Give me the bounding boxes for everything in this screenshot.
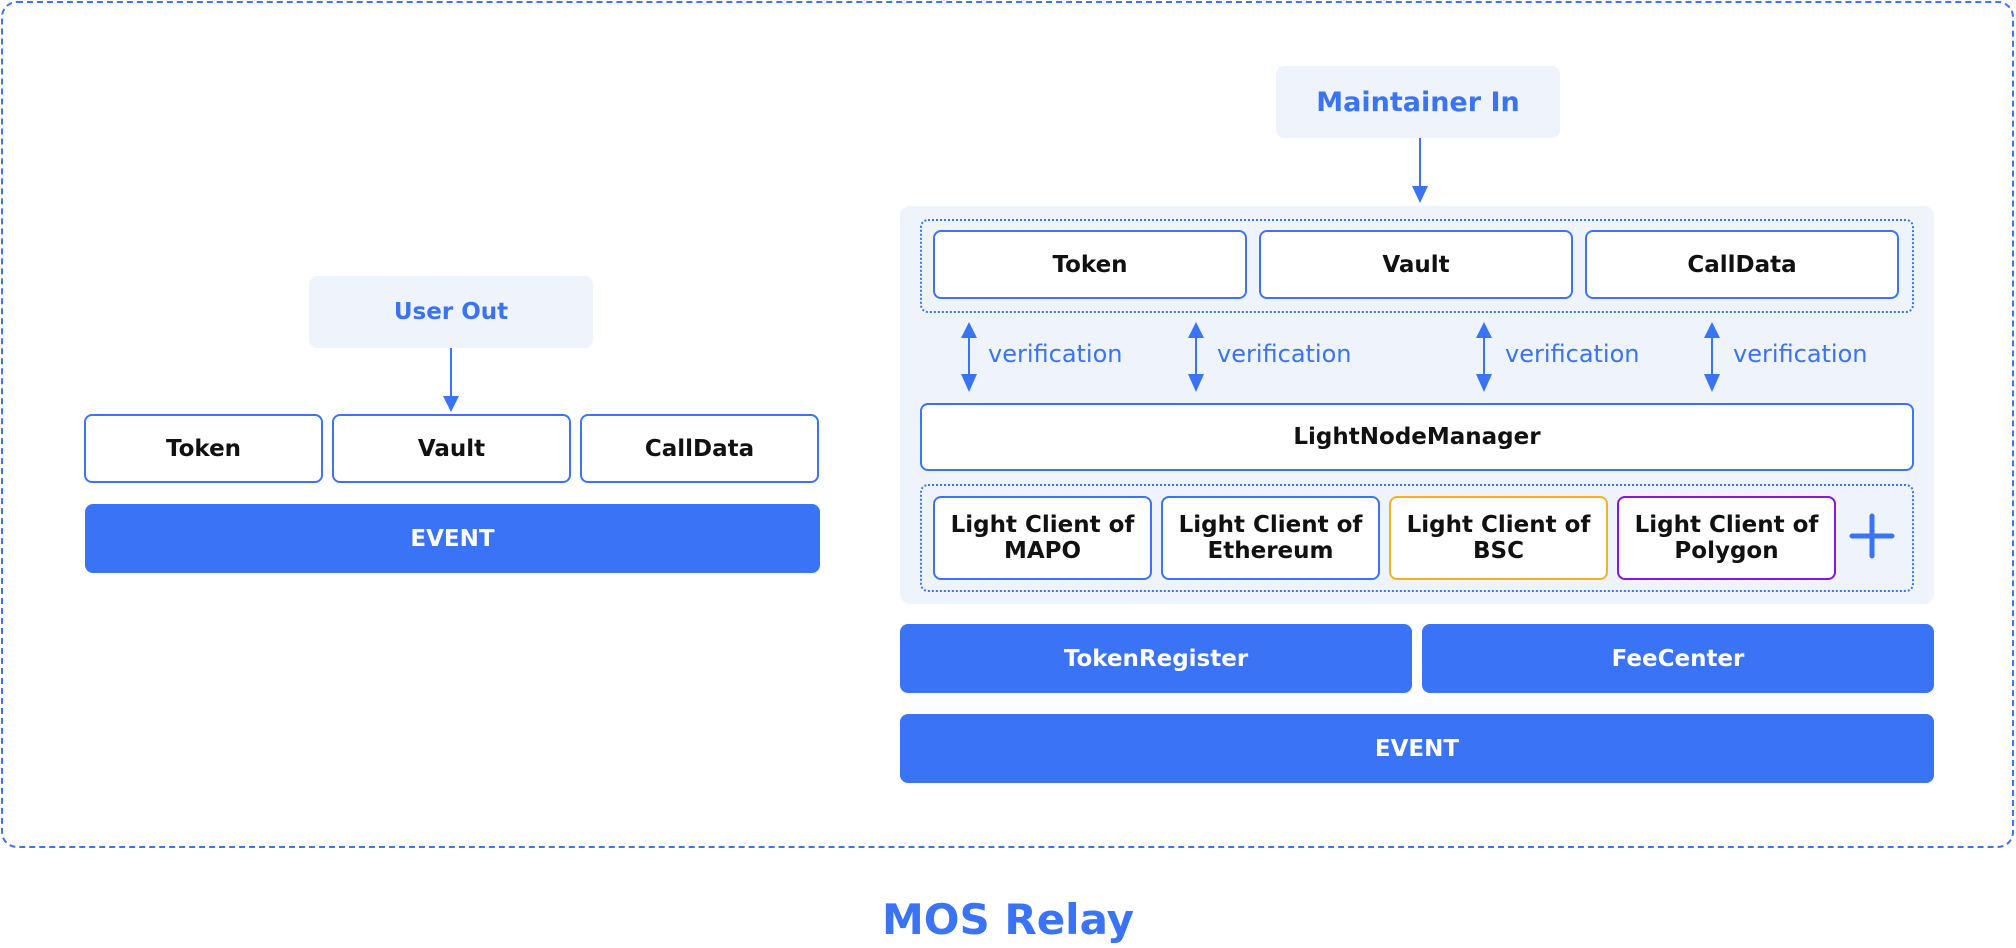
double-arrow-icon — [961, 322, 977, 392]
light-client-prefix: Light Client of — [1178, 512, 1363, 538]
light-client-chain: Ethereum — [1207, 538, 1334, 564]
left-calldata-box: CallData — [580, 414, 819, 483]
right-calldata-box: CallData — [1585, 230, 1899, 299]
double-arrow-icon — [1704, 322, 1720, 392]
verification-label: verification — [988, 340, 1123, 368]
double-arrow-icon — [1476, 322, 1492, 392]
verification-label: verification — [1733, 340, 1868, 368]
light-client-polygon: Light Client of Polygon — [1617, 496, 1836, 580]
right-vault-box: Vault — [1259, 230, 1573, 299]
token-register-bar: TokenRegister — [900, 624, 1412, 693]
arrow-down-icon — [443, 348, 459, 412]
right-event-bar: EVENT — [900, 714, 1934, 783]
left-token-box: Token — [84, 414, 323, 483]
maintainer-in-label: Maintainer In — [1276, 66, 1560, 138]
light-client-bsc: Light Client of BSC — [1389, 496, 1608, 580]
mos-relay-frame — [1, 1, 2014, 848]
light-client-mapo: Light Client of MAPO — [933, 496, 1152, 580]
fee-center-bar: FeeCenter — [1422, 624, 1934, 693]
right-boxes-group — [920, 219, 1914, 313]
diagram-title: MOS Relay — [881, 894, 1135, 944]
verification-label: verification — [1217, 340, 1352, 368]
light-client-chain: BSC — [1473, 538, 1524, 564]
light-client-ethereum: Light Client of Ethereum — [1161, 496, 1380, 580]
double-arrow-icon — [1188, 322, 1204, 392]
right-token-box: Token — [933, 230, 1247, 299]
light-client-prefix: Light Client of — [950, 512, 1135, 538]
light-client-chain: Polygon — [1674, 538, 1779, 564]
left-vault-box: Vault — [332, 414, 571, 483]
light-client-prefix: Light Client of — [1406, 512, 1591, 538]
light-clients-group — [920, 484, 1914, 592]
left-event-bar: EVENT — [85, 504, 820, 573]
user-out-label: User Out — [309, 276, 593, 348]
arrow-down-icon — [1412, 138, 1428, 203]
plus-icon — [1849, 513, 1895, 559]
light-client-prefix: Light Client of — [1634, 512, 1819, 538]
light-client-chain: MAPO — [1003, 538, 1082, 564]
light-node-manager-box: LightNodeManager — [920, 403, 1914, 471]
verification-label: verification — [1505, 340, 1640, 368]
